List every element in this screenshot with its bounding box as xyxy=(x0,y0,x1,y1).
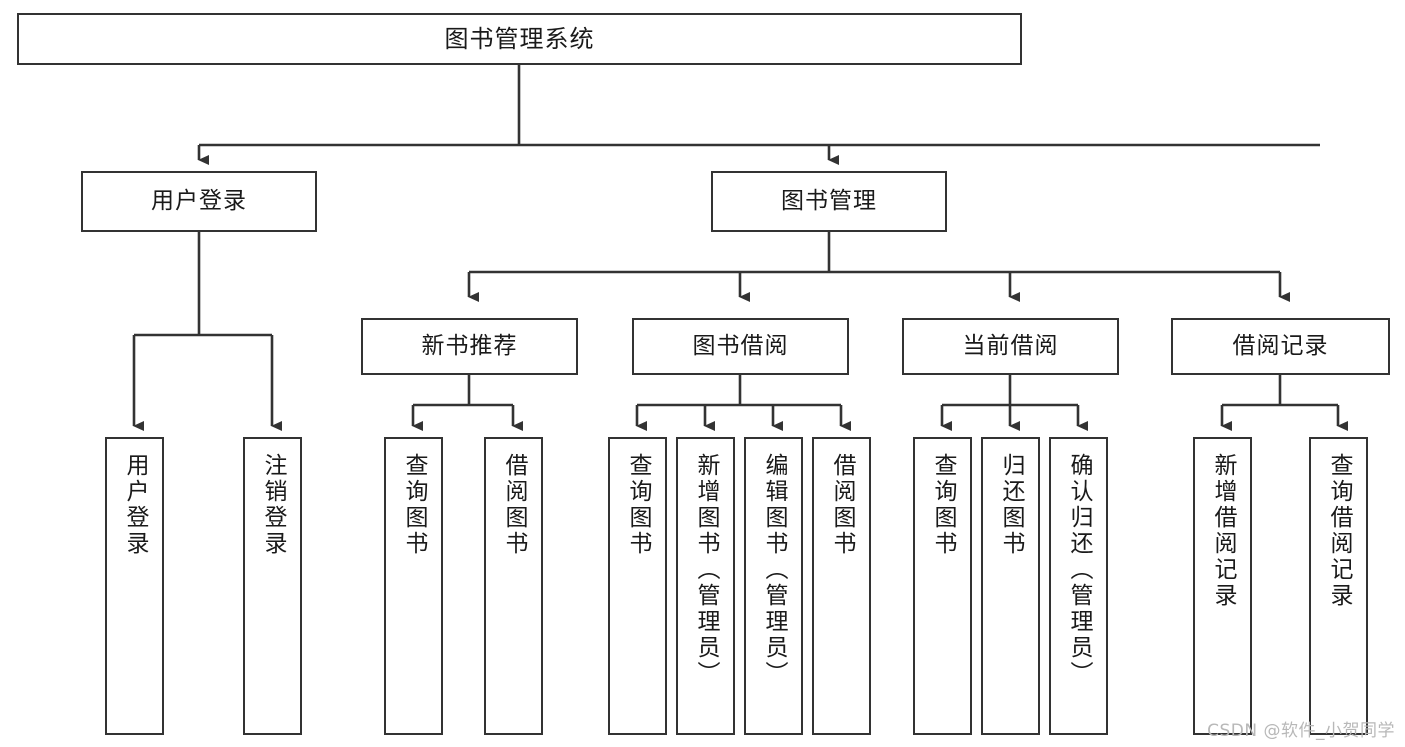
leaf-borrow-book[interactable]: 借阅图书 xyxy=(812,437,871,735)
node-label: 借阅记录 xyxy=(1232,332,1329,359)
node-label: 图书管理系统 xyxy=(444,24,595,53)
node-label: 查询图书 xyxy=(930,453,956,557)
node-label: 编辑图书（管理员） xyxy=(761,453,787,687)
node-label: 图书借阅 xyxy=(692,332,789,359)
leaf-add-borrowing-record[interactable]: 新增借阅记录 xyxy=(1193,437,1252,735)
leaf-confirm-return-admin[interactable]: 确认归还（管理员） xyxy=(1049,437,1108,735)
node-label: 当前借阅 xyxy=(962,332,1059,359)
node-current-borrowing[interactable]: 当前借阅 xyxy=(902,318,1119,375)
leaf-query-book-current[interactable]: 查询图书 xyxy=(913,437,972,735)
leaf-user-login[interactable]: 用户登录 xyxy=(105,437,164,735)
leaf-add-book-admin[interactable]: 新增图书（管理员） xyxy=(676,437,735,735)
node-label: 图书管理 xyxy=(781,187,877,214)
csdn-watermark: CSDN @软件_小贺同学 xyxy=(1207,721,1395,741)
leaf-query-book-recommendation[interactable]: 查询图书 xyxy=(384,437,443,735)
node-book-borrowing[interactable]: 图书借阅 xyxy=(632,318,849,375)
node-book-management[interactable]: 图书管理 xyxy=(711,171,947,232)
leaf-logout[interactable]: 注销登录 xyxy=(243,437,302,735)
node-label: 确认归还（管理员） xyxy=(1066,453,1092,687)
node-label: 借阅图书 xyxy=(829,453,855,557)
node-label: 归还图书 xyxy=(998,453,1024,557)
leaf-query-borrowing-record[interactable]: 查询借阅记录 xyxy=(1309,437,1368,735)
node-label: 用户登录 xyxy=(151,187,247,214)
node-label: 新增图书（管理员） xyxy=(693,453,719,687)
node-user-login[interactable]: 用户登录 xyxy=(81,171,317,232)
node-label: 查询图书 xyxy=(401,453,427,557)
leaf-borrow-book-recommendation[interactable]: 借阅图书 xyxy=(484,437,543,735)
node-label: 查询图书 xyxy=(625,453,651,557)
node-label: 用户登录 xyxy=(122,453,148,557)
leaf-edit-book-admin[interactable]: 编辑图书（管理员） xyxy=(744,437,803,735)
node-new-book-recommendation[interactable]: 新书推荐 xyxy=(361,318,578,375)
leaf-query-book-borrowing[interactable]: 查询图书 xyxy=(608,437,667,735)
node-label: 借阅图书 xyxy=(501,453,527,557)
node-root-book-management-system[interactable]: 图书管理系统 xyxy=(17,13,1022,65)
node-borrowing-records[interactable]: 借阅记录 xyxy=(1171,318,1390,375)
node-label: 查询借阅记录 xyxy=(1326,453,1352,609)
leaf-return-book[interactable]: 归还图书 xyxy=(981,437,1040,735)
node-label: 新书推荐 xyxy=(421,332,518,359)
node-label: 注销登录 xyxy=(260,453,286,557)
node-label: 新增借阅记录 xyxy=(1210,453,1236,609)
